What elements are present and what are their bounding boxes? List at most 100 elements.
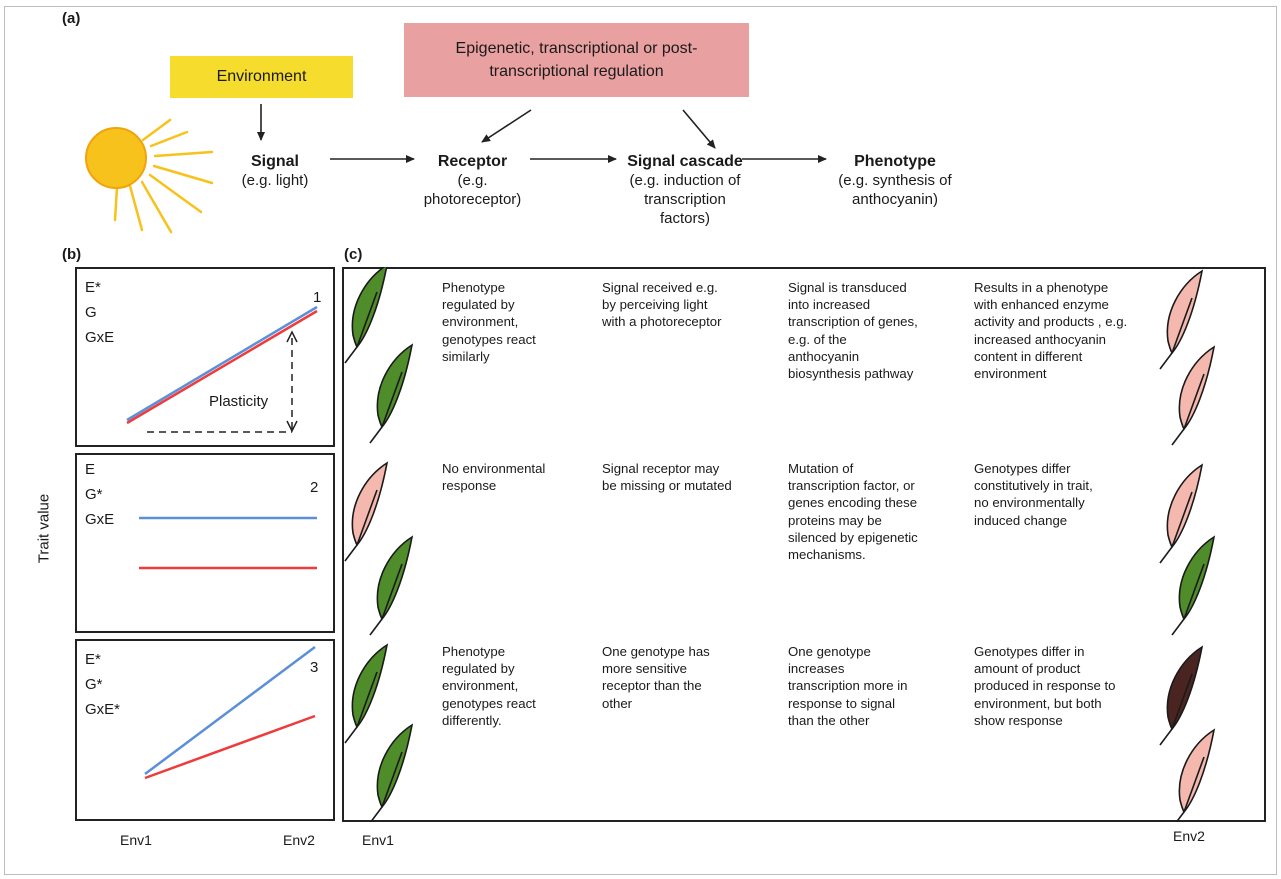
row1-phenotype-l1: Phenotype	[442, 280, 506, 295]
sun-icon	[85, 118, 214, 234]
row2-cascade-l4: proteins may be	[788, 512, 882, 528]
genotype-b-line	[144, 714, 316, 780]
row1-result-l4: increased anthocyanin	[974, 331, 1106, 347]
step-cascade-desc-2: transcription	[644, 191, 726, 208]
regulation-box: Epigenetic, transcriptional or post- tra…	[404, 23, 749, 97]
step-cascade-title: Signal cascade	[627, 153, 743, 170]
panel-b-label: (b)	[62, 246, 82, 263]
row1-signal-l1: Signal received e.g.	[602, 280, 718, 295]
scenario-3-number: 3	[310, 659, 319, 676]
row2-cascade-l3: genes encoding these	[788, 495, 918, 511]
row1-cascade-l5: anthocyanin	[788, 348, 860, 364]
step-signal: Signal (e.g. light)	[220, 152, 330, 190]
panel-c-env-right: Env2	[1173, 828, 1205, 844]
row1-result-l1: Results in a phenotype	[974, 280, 1109, 295]
row3-cascade-l4: response to signal	[788, 695, 896, 711]
row1-cascade-l4: e.g. of the	[788, 331, 847, 347]
plot-scenario-1: E* G GxE 1 Plasticity	[75, 267, 335, 447]
leaf-icon-row2-bottom-env2	[1171, 536, 1215, 636]
panel-c-label: (c)	[344, 246, 363, 263]
scenario-2-e: E	[85, 461, 96, 478]
row3-phenotype-l4: genotypes react	[442, 695, 536, 711]
step-phenotype-desc-1: (e.g. synthesis of	[838, 172, 952, 189]
row3-cascade-l2: increases	[788, 661, 845, 677]
row2-cascade-l2: transcription factor, or	[788, 478, 915, 494]
leaf-icon-row3-top-env2	[1159, 646, 1203, 746]
plot-1-lines	[126, 305, 318, 433]
plot-3-lines	[144, 645, 316, 780]
row2-result: Genotypes differ constitutively in trait…	[974, 460, 1093, 529]
row1-signal-l3: with a photoreceptor	[602, 314, 722, 330]
environment-box: Environment	[170, 56, 353, 98]
step-receptor: Receptor (e.g. photoreceptor)	[405, 152, 540, 209]
step-receptor-desc-2: photoreceptor)	[423, 191, 522, 208]
environment-label: Environment	[216, 68, 307, 85]
panel-b-x-start: Env1	[120, 832, 152, 848]
row3-cascade: One genotype increases transcription mor…	[788, 643, 907, 729]
scenario-2-number: 2	[310, 479, 319, 496]
plasticity-label: Plasticity	[209, 393, 269, 410]
scenario-3-factors: E* G* GxE*	[85, 647, 120, 722]
step-phenotype-desc-2: anthocyanin)	[852, 191, 938, 208]
leaf-icon-row3-bottom-env2	[1171, 729, 1215, 822]
leaf-icon-row2-top	[344, 462, 388, 562]
row1-result-l5: content in different	[974, 348, 1083, 364]
scenario-3-gxe: GxE*	[85, 701, 121, 718]
genotype-a-line	[144, 645, 316, 776]
step-signal-cascade: Signal cascade (e.g. induction of transc…	[610, 152, 760, 228]
plot-2-lines	[139, 516, 317, 570]
row1-result-l2: with enhanced enzyme	[974, 297, 1109, 313]
row2-result-l3: no environmentally	[974, 495, 1085, 511]
row1-cascade-l6: biosynthesis pathway	[788, 366, 914, 382]
scenario-3-e: E*	[85, 651, 101, 668]
step-receptor-title: Receptor	[437, 153, 508, 170]
row2-cascade-l5: silenced by epigenetic	[788, 529, 918, 545]
regulation-label-line2: transcriptional regulation	[489, 63, 664, 80]
row1-phenotype: Phenotype regulated by environment, geno…	[442, 279, 536, 365]
leaf-icon-row3-top	[344, 644, 388, 744]
row1-cascade-l1: Signal is transduced	[788, 280, 907, 295]
panel-c-env-left: Env1	[362, 832, 394, 848]
row1-phenotype-l3: environment,	[442, 314, 519, 330]
row3-result-l1: Genotypes differ in	[974, 644, 1085, 659]
row2-result-l2: constitutively in trait,	[974, 478, 1093, 494]
scenario-2-g: G*	[85, 486, 103, 503]
panel-a-graphics	[85, 104, 827, 234]
row2-cascade: Mutation of transcription factor, or gen…	[788, 460, 918, 563]
leaf-icon-row3-bottom	[369, 724, 413, 822]
scenario-3-g: G*	[85, 676, 103, 693]
row1-phenotype-l2: regulated by	[442, 297, 515, 313]
step-signal-title: Signal	[250, 153, 299, 170]
row2-phenotype-l1: No environmental	[442, 461, 546, 476]
regulation-label-line1: Epigenetic, transcriptional or post-	[455, 40, 698, 57]
panel-a-label: (a)	[62, 10, 81, 27]
row3-signal-l4: other	[602, 695, 633, 711]
row3-signal-l2: more sensitive	[602, 661, 688, 677]
step-cascade-desc-3: factors)	[659, 210, 710, 227]
row2-cascade-l6: mechanisms.	[788, 547, 866, 563]
row1-signal: Signal received e.g. by perceiving light…	[602, 279, 722, 331]
row3-result-l2: amount of product	[974, 661, 1081, 677]
plot-scenario-3: E* G* GxE* 3	[75, 639, 335, 821]
row2-signal: Signal receptor may be missing or mutate…	[602, 460, 732, 494]
row1-result-l6: environment	[974, 366, 1047, 382]
row3-result-l5: show response	[974, 712, 1063, 728]
step-signal-desc: (e.g. light)	[241, 172, 309, 189]
trait-value-axis-label-wrap: Trait value	[14, 494, 74, 563]
row3-phenotype-l2: regulated by	[442, 661, 515, 677]
figure-frame	[4, 6, 1277, 875]
trait-value-axis-label: Trait value	[35, 493, 53, 564]
row1-phenotype-l4: genotypes react	[442, 331, 536, 347]
row3-cascade-l3: transcription more in	[788, 678, 908, 694]
scenario-1-e: E*	[85, 279, 101, 296]
plot-scenario-2: E G* GxE 2	[75, 453, 335, 633]
row3-signal: One genotype has more sensitive receptor…	[602, 643, 710, 712]
row2-cascade-l1: Mutation of	[788, 461, 854, 476]
step-receptor-desc-1: (e.g.	[457, 172, 488, 189]
row3-result-l3: produced in response to	[974, 678, 1116, 694]
row2-result-l4: induced change	[974, 512, 1068, 528]
row2-signal-l1: Signal receptor may	[602, 461, 720, 476]
scenario-2-gxe: GxE	[85, 511, 115, 528]
regulation-to-receptor-arrow	[481, 109, 532, 143]
leaf-icon-row1-top	[344, 267, 388, 364]
